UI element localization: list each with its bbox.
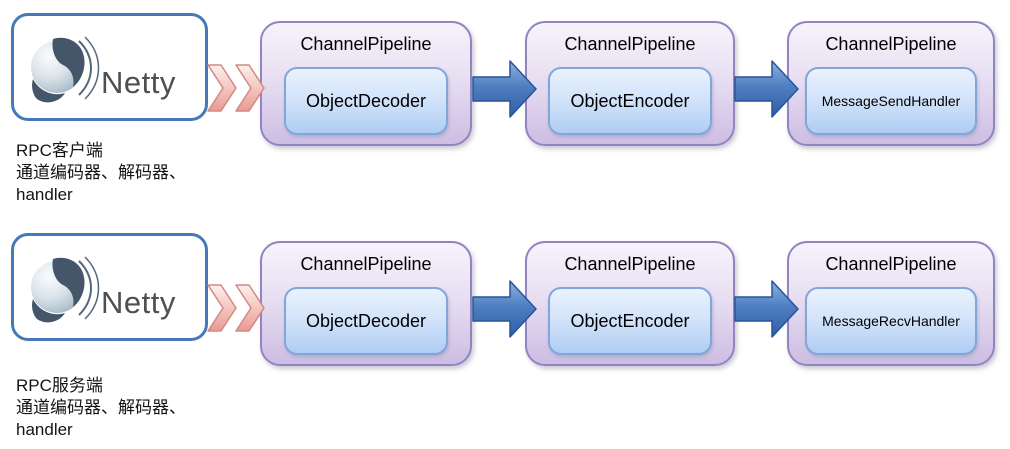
netty-logo: Netty xyxy=(30,36,176,103)
netty-logo: Netty xyxy=(30,256,176,323)
pipeline-box: ChannelPipeline ObjectDecoder xyxy=(260,241,472,366)
caption-line: RPC服务端 xyxy=(16,376,103,395)
double-chevron-icon xyxy=(207,64,265,112)
handler-box: ObjectEncoder xyxy=(548,67,712,135)
flow-arrow-icon xyxy=(734,60,799,118)
caption-line: 通道编码器、解码器、 xyxy=(16,398,186,417)
caption-line: RPC客户端 xyxy=(16,141,103,160)
pipeline-title: ChannelPipeline xyxy=(300,34,432,54)
caption-line: handler xyxy=(16,420,73,439)
client-flow-row: Netty ChannelPipeline ObjectDecoder Chan… xyxy=(11,13,995,206)
pipeline-title: ChannelPipeline xyxy=(825,254,957,274)
handler-box: ObjectDecoder xyxy=(284,67,448,135)
pipeline-box: ChannelPipeline MessageSendHandler xyxy=(787,21,995,146)
caption-line: handler xyxy=(16,185,73,204)
caption: RPC服务端 通道编码器、解码器、 handler xyxy=(16,375,256,441)
pipeline-box: ChannelPipeline ObjectEncoder xyxy=(525,241,735,366)
pipeline-title: ChannelPipeline xyxy=(564,34,696,54)
netty-logo-text: Netty xyxy=(101,285,176,320)
bird-body-icon xyxy=(51,257,85,307)
netty-logo-box: Netty xyxy=(11,13,208,121)
pipeline-title: ChannelPipeline xyxy=(825,34,957,54)
flow-arrow-icon xyxy=(472,280,537,338)
bird-wing-icon xyxy=(31,299,65,323)
logo-swoosh xyxy=(83,256,99,320)
netty-logo-text: Netty xyxy=(101,65,176,100)
handler-box: ObjectEncoder xyxy=(548,287,712,355)
handler-box: ObjectDecoder xyxy=(284,287,448,355)
pipeline-box: ChannelPipeline MessageRecvHandler xyxy=(787,241,995,366)
pipeline-box: ChannelPipeline ObjectEncoder xyxy=(525,21,735,146)
caption-line: 通道编码器、解码器、 xyxy=(16,163,186,182)
bird-wing-icon xyxy=(31,79,65,103)
handler-box: MessageSendHandler xyxy=(805,67,977,135)
pipeline-title: ChannelPipeline xyxy=(564,254,696,274)
bird-body-icon xyxy=(51,37,85,87)
pipeline-box: ChannelPipeline ObjectDecoder xyxy=(260,21,472,146)
caption: RPC客户端 通道编码器、解码器、 handler xyxy=(16,140,256,206)
pipeline-title: ChannelPipeline xyxy=(300,254,432,274)
server-flow-row: Netty ChannelPipeline ObjectDecoder Chan… xyxy=(0,220,1010,449)
netty-logo-box: Netty xyxy=(11,233,208,341)
logo-swoosh xyxy=(83,36,99,100)
logo-swoosh xyxy=(77,260,92,316)
flow-arrow-icon xyxy=(734,280,799,338)
double-chevron-icon xyxy=(207,284,265,332)
logo-swoosh xyxy=(77,40,92,96)
handler-box: MessageRecvHandler xyxy=(805,287,977,355)
flow-arrow-icon xyxy=(472,60,537,118)
